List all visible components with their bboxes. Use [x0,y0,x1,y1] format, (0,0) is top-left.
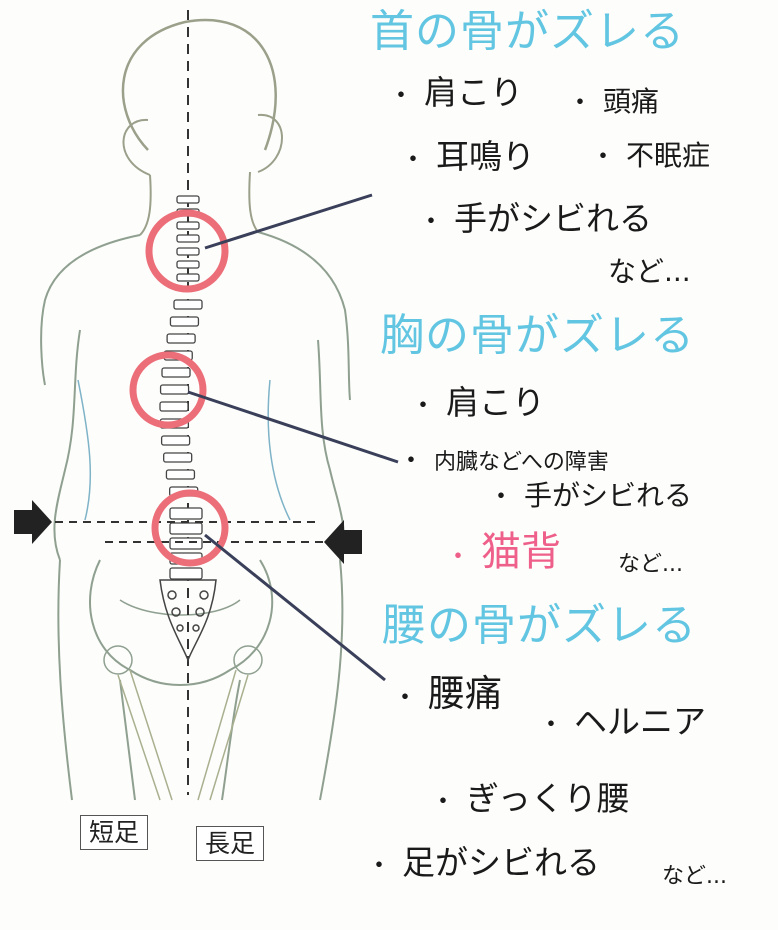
vertebra [169,507,203,520]
left-arrow-icon [14,500,52,544]
spine [159,195,203,580]
thoracic-heading: 胸の骨がズレる [380,310,695,361]
hip-right [233,645,263,675]
etc-label: など... [662,864,727,889]
right-arrow-icon [324,520,362,564]
back-line-left [77,379,92,521]
vertebra [165,469,196,480]
symptom-item-highlight: ・猫背 [445,529,562,575]
vertebra [176,221,200,230]
left-torso [40,234,141,561]
head-outline [121,18,277,151]
symptom-item: ・不眠症 [590,139,711,172]
vertebra [176,273,200,282]
symptom-item: ・肩こり [388,73,524,112]
short-leg-label: 短足 [80,815,149,850]
lumbar-circle [151,489,229,567]
vertebra [161,367,191,378]
vertebra [176,247,200,256]
neck-left [139,174,152,236]
etc-label: など... [608,255,691,288]
symptom-item: ・ヘルニア [538,702,707,741]
right-ear [257,113,283,173]
thoracic-pointer-line [187,390,399,464]
neck-heading: 首の骨がズレる [370,6,685,57]
vertebra [159,384,190,395]
vertebra [169,522,203,535]
vertebra [166,333,196,344]
right-torso [257,231,351,561]
right-leg [221,559,344,801]
symptom-item: ・ぎっくり腰 [430,779,630,818]
vertebra [176,260,200,269]
hip-left [103,645,133,675]
symptom-item: ・頭痛 [567,85,660,118]
long-leg-label: 長足 [196,826,265,861]
vertebra [173,299,203,310]
symptom-item: ・手がシビれる [418,199,653,238]
sacrum [159,579,217,663]
symptom-item: ・腰痛 [392,672,503,715]
pelvis-inner [119,599,241,616]
vertebra [169,567,203,580]
lumbar-pointer-line [204,533,386,682]
symptom-item: ・内臓などへの障害 [398,446,609,476]
vertebra [160,435,191,446]
lumbar-heading: 腰の骨がズレる [382,600,697,651]
thoracic-circle [129,351,207,429]
pelvis-outline [89,559,274,686]
vertebra [169,316,200,327]
symptom-item: ・肩こり [410,383,546,422]
neck-right [248,171,259,233]
neck-circle [145,209,229,293]
left-ear [122,118,151,176]
vertebra [163,452,193,463]
back-line-right [267,379,291,521]
vertebra [169,537,203,550]
etc-label: など... [618,552,683,577]
symptom-item: ・足がシビれる [366,843,601,882]
left-leg [57,559,136,801]
vertebra [159,401,189,412]
femur-left [117,669,173,801]
femur-right [197,669,249,801]
neck-pointer-line [204,193,373,250]
vertebra [176,234,200,243]
symptom-item: ・手がシビれる [488,479,693,512]
symptom-item: ・耳鳴り [400,137,536,176]
vertebra [176,195,200,204]
